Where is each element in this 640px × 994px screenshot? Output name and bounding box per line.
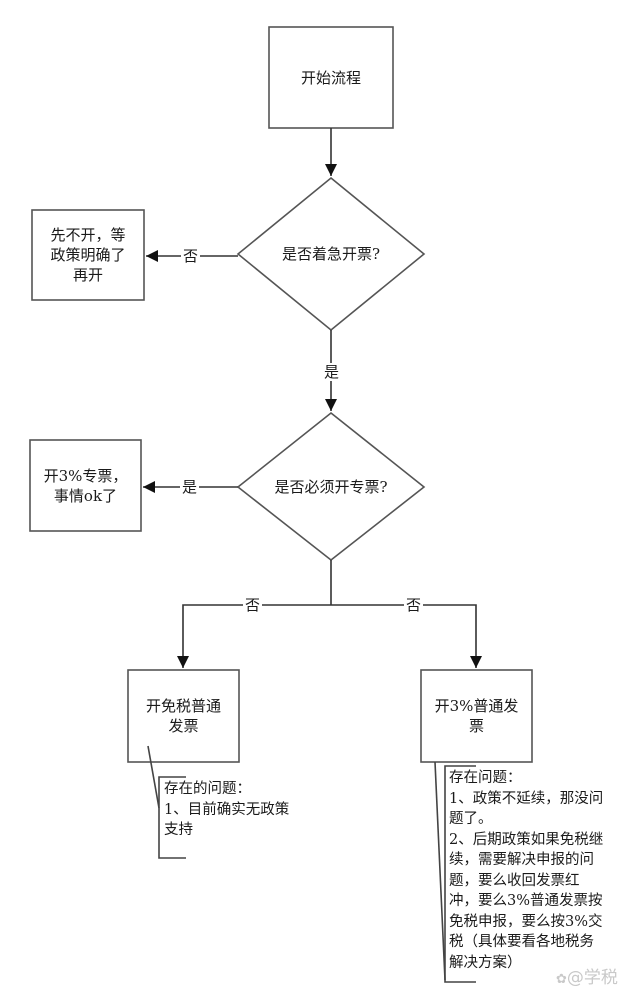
edge-label-urgent-no: 否 <box>181 247 201 265</box>
node-start-label: 开始流程 <box>300 68 361 87</box>
paw-icon: ✿ <box>556 972 567 987</box>
node-decision-urgent-label: 是否着急开票? <box>281 245 381 263</box>
node-wait: 先不开，等 政策明确了 再开 <box>32 210 144 300</box>
edge-label-normal-no: 否 <box>404 596 424 614</box>
node-normal-3pct-shape <box>420 669 533 763</box>
node-start: 开始流程 <box>269 27 393 128</box>
edge-special-to-normal-3pct <box>331 604 482 668</box>
node-special-3pct: 开3%专票， 事情ok了 <box>30 440 141 531</box>
note-normal-3pct: 存在问题： 1、政策不延续，那没问 题了。 2、后期政策如果免税继 续，需要解决… <box>449 770 604 971</box>
node-exempt-normal: 开免税普通 发票 <box>128 670 239 762</box>
node-exempt-normal-label: 开免税普通 发票 <box>145 697 221 735</box>
note-exempt-normal: 存在的问题： 1、目前确实无政策 支持 <box>164 781 290 838</box>
note-left-leader <box>147 745 160 809</box>
watermark: ✿@学税 <box>556 963 618 988</box>
edge-special-to-exempt <box>177 604 331 668</box>
node-normal-3pct: 开3%普通发 票 <box>421 670 532 762</box>
note-right-bracket <box>444 765 476 983</box>
edge-label-exempt-no: 否 <box>243 596 263 614</box>
node-normal-3pct-label: 开3%普通发 票 <box>434 697 519 735</box>
node-special-3pct-label: 开3%专票， 事情ok了 <box>43 466 128 505</box>
note-left-bracket <box>158 776 186 859</box>
note-right-leader <box>434 761 446 981</box>
watermark-text: @学税 <box>566 968 618 988</box>
node-special-3pct-shape <box>29 439 142 532</box>
node-decision-special: 是否必须开专票? <box>238 413 424 560</box>
node-wait-label: 先不开，等 政策明确了 再开 <box>50 226 126 284</box>
node-exempt-normal-shape <box>127 669 240 763</box>
edge-label-urgent-yes: 是 <box>322 363 342 381</box>
node-decision-special-label: 是否必须开专票? <box>274 477 388 496</box>
node-decision-urgent: 是否着急开票? <box>238 178 424 330</box>
node-wait-shape <box>31 209 145 301</box>
edge-label-special-yes: 是 <box>180 478 200 496</box>
